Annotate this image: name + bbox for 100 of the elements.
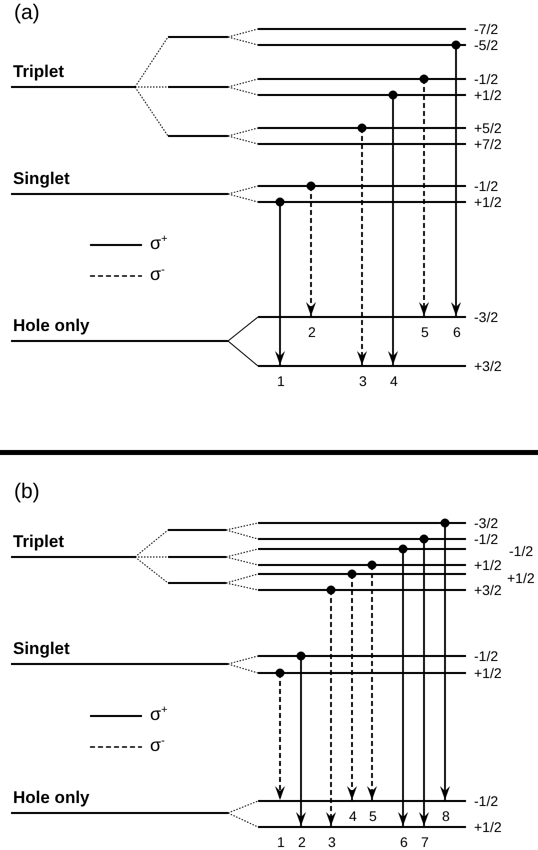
splitting-line — [228, 186, 258, 194]
transition-number: 2 — [298, 834, 306, 850]
transition-number: 6 — [400, 834, 408, 850]
energy-level-line — [11, 193, 228, 195]
energy-level-line — [258, 655, 466, 657]
splitting-line — [226, 522, 258, 530]
splitting-line — [228, 128, 258, 136]
energy-level-line — [258, 538, 466, 540]
spin-label: -3/2 — [474, 515, 498, 531]
legend-label: σ$^{+}$ — [150, 233, 168, 253]
energy-level-line — [11, 86, 135, 88]
splitting-line — [226, 582, 258, 590]
state-label: Triplet — [13, 62, 64, 82]
splitting-line — [228, 812, 258, 828]
splitting-line — [228, 316, 258, 342]
transition-number: 4 — [390, 373, 398, 389]
energy-level-line — [258, 201, 466, 203]
splitting-line — [228, 78, 258, 88]
transition-number: 8 — [442, 808, 450, 824]
energy-level-line — [258, 522, 466, 524]
transition-number: 7 — [421, 834, 429, 850]
energy-level-line — [258, 44, 466, 46]
spin-label: -1/2 — [509, 543, 534, 559]
transition-arrow — [275, 668, 285, 800]
spin-label: -1/2 — [474, 531, 498, 547]
energy-level-line — [11, 812, 228, 814]
spin-label: +1/2 — [507, 570, 535, 586]
splitting-line — [228, 800, 258, 814]
transition-arrow — [306, 182, 316, 316]
transition-arrow — [440, 518, 450, 800]
spin-label: +1/2 — [474, 87, 502, 103]
panel-label: (b) — [14, 480, 40, 504]
transition-arrow — [419, 74, 429, 316]
spin-label: +3/2 — [474, 582, 502, 598]
transition-arrow — [326, 586, 336, 826]
energy-level-line — [258, 800, 466, 802]
energy-level-line — [258, 589, 466, 591]
state-label: Hole only — [13, 316, 90, 336]
splitting-line — [134, 36, 168, 88]
spin-label: +7/2 — [474, 136, 502, 152]
energy-level-line — [168, 135, 228, 137]
energy-level-line — [11, 663, 228, 665]
spin-label: +5/2 — [474, 120, 502, 136]
energy-level-line — [168, 556, 226, 558]
splitting-line — [228, 136, 258, 144]
transition-arrow — [367, 560, 377, 800]
transition-number: 3 — [359, 373, 367, 389]
splitting-line — [134, 86, 168, 88]
transition-number: 1 — [277, 373, 285, 389]
energy-level-line — [258, 28, 466, 30]
splitting-line — [228, 28, 258, 38]
transition-number: 4 — [349, 808, 357, 824]
splitting-line — [228, 86, 258, 96]
spin-label: +1/2 — [474, 819, 502, 835]
energy-level-line — [258, 94, 466, 96]
energy-level-line — [168, 529, 226, 531]
state-label: Hole only — [13, 788, 90, 808]
transition-number: 3 — [328, 834, 336, 850]
energy-level-line — [258, 573, 466, 575]
transition-number: 2 — [308, 324, 316, 340]
legend-label: σ$^{+}$ — [150, 704, 168, 724]
splitting-line — [228, 36, 258, 46]
energy-level-line — [11, 340, 228, 342]
energy-level-line — [258, 127, 466, 129]
transition-number: 5 — [369, 808, 377, 824]
splitting-line — [134, 86, 168, 136]
transition-number: 6 — [453, 324, 461, 340]
state-label: Singlet — [13, 639, 70, 659]
transition-arrow — [451, 40, 461, 316]
spin-label: +1/2 — [474, 194, 502, 210]
energy-level-line — [168, 86, 228, 88]
spin-label: +1/2 — [474, 557, 502, 573]
energy-level-line — [258, 316, 466, 318]
spin-label: -1/2 — [474, 793, 498, 809]
legend-label: σ$^{-}$ — [150, 735, 165, 755]
energy-level-line — [168, 36, 228, 38]
panel-label: (a) — [14, 1, 40, 25]
energy-level-line — [11, 556, 135, 558]
state-label: Triplet — [13, 532, 64, 552]
spin-label: +1/2 — [474, 665, 502, 681]
transition-arrow — [357, 124, 367, 365]
energy-level-line — [258, 672, 466, 674]
splitting-line — [134, 556, 168, 584]
transition-number: 1 — [277, 834, 285, 850]
spin-label: -5/2 — [474, 37, 498, 53]
energy-level-line — [258, 564, 466, 566]
energy-level-line — [258, 365, 466, 367]
splitting-line — [226, 574, 258, 584]
splitting-line — [226, 530, 258, 540]
state-label: Singlet — [13, 169, 70, 189]
transition-arrow — [347, 570, 357, 800]
spin-label: -1/2 — [474, 178, 498, 194]
splitting-line — [226, 556, 258, 566]
spin-label: +3/2 — [474, 358, 502, 374]
transition-arrow — [419, 534, 429, 826]
energy-level-line — [258, 185, 466, 187]
spin-label: -7/2 — [474, 21, 498, 37]
splitting-line — [228, 340, 258, 366]
transition-arrow — [398, 544, 408, 826]
energy-level-line — [258, 78, 466, 80]
